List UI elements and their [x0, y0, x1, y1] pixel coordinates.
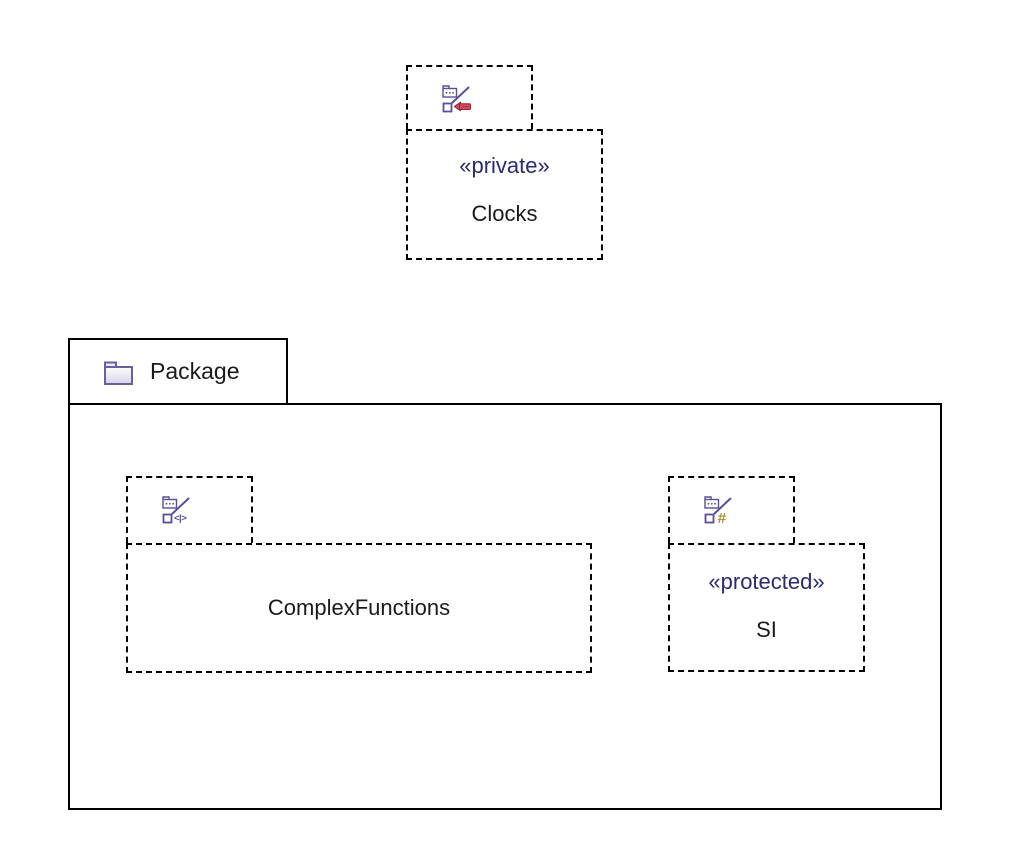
- clocks-name-label: Clocks: [471, 200, 538, 226]
- complex-functions-package-tab[interactable]: <|>: [126, 476, 253, 543]
- package-name-label: Package: [150, 358, 240, 384]
- complex-functions-package-body[interactable]: ComplexFunctions: [126, 543, 592, 673]
- folder-icon: [104, 361, 133, 385]
- package-tab[interactable]: Package: [68, 338, 288, 403]
- mini-folder-tab: [704, 496, 712, 500]
- complex-functions-name-label: ComplexFunctions: [267, 595, 451, 620]
- private-arrow-decoration: [453, 101, 472, 112]
- import-private-icon: [442, 85, 472, 113]
- mini-folder-tab: [442, 85, 450, 89]
- import-arrow-line: [713, 497, 732, 515]
- si-name-label: SI: [756, 616, 777, 642]
- clocks-stereotype-label: «private»: [459, 152, 550, 178]
- mini-folder-tab: [162, 496, 170, 500]
- protected-hash-decoration: #: [718, 510, 727, 525]
- import-arrow-line: [171, 497, 190, 515]
- import-source-square: [162, 513, 173, 524]
- import-source-square: [704, 513, 715, 524]
- element-import-icon: <|>: [162, 496, 190, 524]
- clocks-package-body[interactable]: «private» Clocks: [406, 129, 603, 260]
- import-source-square: [442, 102, 453, 113]
- si-package-tab[interactable]: #: [668, 476, 795, 543]
- si-package-body[interactable]: «protected» SI: [668, 543, 865, 672]
- clocks-package-tab[interactable]: [406, 65, 533, 129]
- element-import-glyph-decoration: <|>: [174, 513, 187, 524]
- si-stereotype-label: «protected»: [708, 568, 825, 594]
- import-arrow-line: [451, 86, 470, 104]
- import-protected-icon: #: [704, 496, 732, 525]
